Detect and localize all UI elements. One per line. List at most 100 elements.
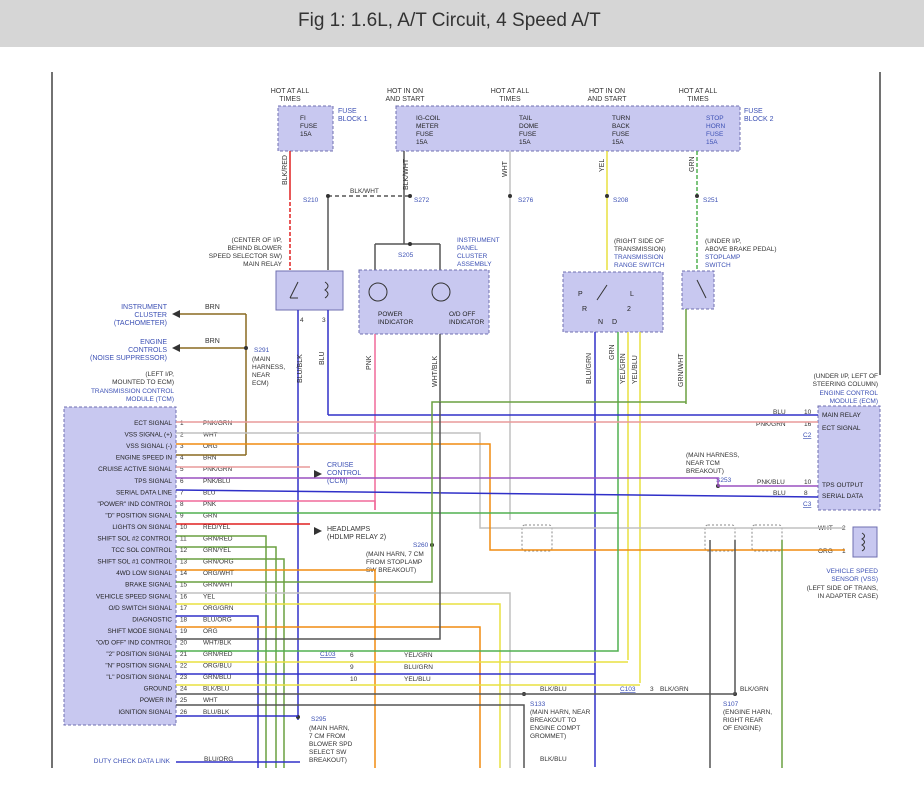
s107-note-3: OF ENGINE) bbox=[723, 725, 761, 732]
splice-dot-s205 bbox=[408, 242, 412, 246]
tcm-pin-number: 12 bbox=[180, 547, 188, 554]
c103-pin-10: 10 bbox=[350, 676, 358, 683]
tcm-pin-name: DIAGNOSTIC bbox=[132, 616, 172, 623]
tcm-pin-number: 22 bbox=[180, 663, 188, 670]
splice-dot-s208 bbox=[605, 194, 609, 198]
tcm-pin-name: "POWER" IND CONTROL bbox=[98, 501, 173, 508]
wiring-diagram: HOT AT ALL TIMES FI FUSE 15A FUSE BLOCK … bbox=[51, 72, 881, 768]
tcm-pin-wire: PNK/GRN bbox=[203, 420, 233, 427]
fuse-1-l3: 15A bbox=[300, 131, 312, 138]
wire-yel-vss-signal bbox=[176, 592, 511, 768]
tcm-pin-number: 10 bbox=[180, 524, 188, 531]
tcm-pin-wire: ORG/BLU bbox=[203, 663, 232, 670]
fuse-2-l4: 15A bbox=[416, 139, 428, 146]
trs-pos-2: 2 bbox=[627, 306, 631, 313]
tcm-pin-name: 4WD LOW SIGNAL bbox=[116, 570, 172, 577]
tcm-pin-name: SHIFT SOL #1 CONTROL bbox=[97, 559, 172, 566]
splice-s291: S291 bbox=[254, 347, 270, 354]
relay-switch-symbol bbox=[289, 281, 299, 299]
fuse-block-1-label: FUSE bbox=[338, 108, 357, 115]
fuse-3-l1: TAIL bbox=[519, 115, 533, 122]
wire-pnk-power bbox=[176, 500, 376, 510]
trs-pos-p: P bbox=[578, 291, 583, 298]
tcm-pin-name: TPS SIGNAL bbox=[134, 478, 172, 485]
tcm-pin-name: VSS SIGNAL (+) bbox=[124, 432, 172, 439]
ecm-wire-2: PNK/GRN bbox=[756, 421, 786, 428]
vss-label-2: SENSOR (VSS) bbox=[831, 576, 878, 583]
splice-s107: S107 bbox=[723, 701, 739, 708]
s291-note-1: (MAIN bbox=[252, 356, 271, 363]
headlamps-l1: HEADLAMPS bbox=[327, 526, 371, 533]
tcm-pin-number: 7 bbox=[180, 489, 184, 496]
tcm-pin-name: BRAKE SIGNAL bbox=[125, 582, 172, 589]
tcm-pin-wire: RED/YEL bbox=[203, 524, 231, 531]
fuse-block-2-label: FUSE bbox=[744, 108, 763, 115]
s295-note-1: (MAIN HARN, bbox=[309, 725, 350, 732]
tcm-pin-number: 14 bbox=[180, 570, 188, 577]
tcm-label-2: MOUNTED TO ECM) bbox=[112, 379, 174, 386]
relay-pin-3: 3 bbox=[322, 317, 326, 324]
wire-label-grn-wht: GRN/WHT bbox=[678, 353, 685, 387]
arrow-icon bbox=[172, 344, 180, 352]
ecm-label-1: (UNDER I/P, LEFT OF bbox=[814, 373, 878, 380]
s260-note-3: SW BREAKOUT) bbox=[366, 567, 416, 574]
fuse-4-l2: BACK bbox=[612, 123, 630, 130]
wire-label-wht-blk: WHT/BLK bbox=[432, 356, 439, 387]
trs-label-1: (RIGHT SIDE OF bbox=[614, 238, 664, 245]
tcm-pin-wire: ORG bbox=[203, 628, 218, 635]
ecm-box bbox=[817, 405, 881, 511]
c103-pin-6: 6 bbox=[350, 652, 354, 659]
tcm-label-3: TRANSMISSION CONTROL bbox=[91, 388, 174, 395]
cluster-label-1: INSTRUMENT bbox=[457, 237, 500, 244]
engine-controls-l1: ENGINE bbox=[140, 339, 167, 346]
instrument-cluster-l2: CLUSTER bbox=[134, 312, 167, 319]
wire-label-brn-2: BRN bbox=[205, 338, 220, 345]
tcm-pin-name: O/D SWITCH SIGNAL bbox=[108, 605, 172, 612]
fuse-1-l1: FI bbox=[300, 115, 306, 122]
s260-note-1: (MAIN HARN, 7 CM bbox=[366, 551, 424, 558]
hot-label-5b: TIMES bbox=[687, 96, 709, 103]
splice-s295: S295 bbox=[311, 716, 327, 723]
headlamps-l2: (HDLMP RELAY 2) bbox=[327, 534, 386, 541]
ecm-c3: C3 bbox=[803, 501, 812, 508]
s291-note-2: HARNESS, bbox=[252, 364, 285, 371]
fuse-5-l4: 15A bbox=[706, 139, 718, 146]
engine-controls-l2: CONTROLS bbox=[128, 347, 167, 354]
tcm-pin-wire: BLU/BLK bbox=[203, 709, 230, 716]
tcm-pin-name: "2" POSITION SIGNAL bbox=[106, 651, 172, 658]
tcm-pin-number: 24 bbox=[180, 686, 188, 693]
s107-note-1: (ENGINE HARN, bbox=[723, 709, 772, 716]
tcm-pin-wire: PNK/GRN bbox=[203, 466, 233, 473]
odoff-indicator-l2: INDICATOR bbox=[449, 319, 484, 326]
fuse-2-l2: METER bbox=[416, 123, 439, 130]
wire-blu-serial bbox=[175, 489, 819, 498]
tcm-pin-number: 20 bbox=[180, 639, 188, 646]
fuse-4-l4: 15A bbox=[612, 139, 624, 146]
tcm-pin-name: POWER IN bbox=[140, 697, 173, 704]
relay-label-2: BEHIND BLOWER bbox=[227, 245, 282, 252]
splice-dot-s276 bbox=[508, 194, 512, 198]
cluster-label-3: CLUSTER bbox=[457, 253, 488, 260]
fuse-4-l1: TURN bbox=[612, 115, 630, 122]
cluster-label-2: PANEL bbox=[457, 245, 478, 252]
s295-note-3: BLOWER SPD bbox=[309, 741, 353, 748]
left-upper-labels: INSTRUMENT CLUSTER (TACHOMETER) ENGINE C… bbox=[90, 304, 168, 362]
tcm-pin-wire: BLU/ORG bbox=[203, 616, 232, 623]
arrow-icon bbox=[172, 310, 180, 318]
tcm-pin-number: 8 bbox=[180, 501, 184, 508]
instrument-cluster-l3: (TACHOMETER) bbox=[114, 320, 167, 327]
trs-pos-d: D bbox=[612, 319, 617, 326]
wire-label-blu-blk: BLU/BLK bbox=[297, 354, 304, 383]
trs-contact bbox=[596, 284, 608, 301]
tcm-pin-number: 15 bbox=[180, 582, 188, 589]
tcm-pin-wire: GRN/YEL bbox=[203, 547, 232, 554]
blk-blu-label: BLK/BLU bbox=[540, 686, 567, 693]
hot-label-4: HOT IN ON bbox=[589, 88, 625, 95]
tcm-pin-name: SERIAL DATA LINE bbox=[116, 489, 172, 496]
relay-label-1: (CENTER OF I/P, bbox=[232, 237, 283, 244]
tcm-pin-wire: PNK bbox=[203, 501, 217, 508]
tcm-pin-name: "O/D OFF" IND CONTROL bbox=[96, 639, 173, 646]
tcm-pin-name: ENGINE SPEED IN bbox=[116, 455, 172, 462]
tcm-pin-name: TCC SOL CONTROL bbox=[112, 547, 173, 554]
ecm-wire-4: BLU bbox=[773, 490, 786, 497]
